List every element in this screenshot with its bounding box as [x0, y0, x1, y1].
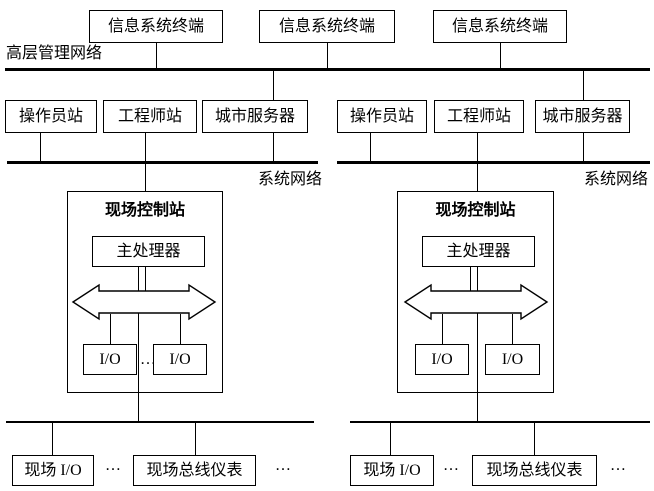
left-io-box-2: I/O [153, 344, 207, 375]
left-field-io-box: 现场 I/O [12, 455, 94, 486]
right-engineer-station-box: 工程师站 [434, 100, 524, 133]
connector-left-engineer [145, 133, 146, 161]
left-fieldbus-instrument-box: 现场总线仪表 [133, 455, 256, 486]
connector-terminal-3 [500, 43, 501, 68]
right-fieldbus-ellipsis: … [610, 457, 627, 474]
left-engineer-station-box: 工程师站 [103, 100, 197, 133]
connector-left-controller [145, 164, 146, 191]
right-city-server-box: 城市服务器 [535, 100, 630, 133]
right-field-io-box: 现场 I/O [350, 455, 434, 486]
right-operator-station-box: 操作员站 [337, 100, 427, 133]
right-field-io-ellipsis: … [443, 457, 460, 474]
right-field-io-connector [390, 423, 391, 455]
left-fieldbus-connector [195, 423, 196, 455]
left-main-processor-box: 主处理器 [92, 236, 205, 267]
left-io-ellipsis: … [140, 351, 157, 368]
left-fieldbus-ellipsis: … [275, 457, 292, 474]
connector-right-city-server [583, 71, 584, 100]
system-network-label-right: 系统网络 [583, 171, 648, 188]
left-controller-title: 现场控制站 [104, 202, 185, 219]
left-io1-connector [110, 314, 111, 344]
left-field-io-ellipsis: … [105, 457, 122, 474]
right-main-processor-box: 主处理器 [422, 236, 535, 267]
right-fieldbus-instrument-box: 现场总线仪表 [472, 455, 597, 486]
connector-terminal-1 [156, 43, 157, 68]
left-center-bus-line [138, 267, 139, 423]
left-city-server-box: 城市服务器 [202, 100, 308, 133]
connector-right-engineer [477, 133, 478, 161]
left-bus-line-2 [145, 267, 146, 295]
right-controller-title: 现场控制站 [435, 202, 516, 219]
system-network-line-left [7, 161, 318, 164]
connector-left-operator [40, 133, 41, 161]
system-network-label-left: 系统网络 [257, 171, 322, 188]
info-terminal-box-1: 信息系统终端 [89, 10, 223, 43]
right-fieldbus-connector [534, 423, 535, 455]
right-io2-connector [512, 314, 513, 344]
left-io-box-1: I/O [83, 344, 137, 375]
info-terminal-box-3: 信息系统终端 [433, 10, 567, 43]
right-io-box-1: I/O [415, 344, 469, 375]
right-bus-line-2 [470, 267, 471, 295]
connector-left-server-down [273, 133, 274, 161]
management-network-line [5, 68, 650, 71]
right-center-bus-line [477, 267, 478, 423]
right-io-bus-arrow-icon [403, 283, 549, 321]
connector-right-controller [477, 164, 478, 191]
field-network-line-right [350, 421, 650, 423]
management-network-label: 高层管理网络 [6, 45, 103, 62]
left-operator-station-box: 操作员站 [5, 100, 97, 133]
left-io-bus-arrow-icon [71, 283, 217, 321]
left-field-io-connector [52, 423, 53, 455]
left-io2-connector [180, 314, 181, 344]
right-io-box-2: I/O [485, 344, 540, 375]
info-terminal-box-2: 信息系统终端 [259, 10, 395, 43]
connector-terminal-2 [327, 43, 328, 68]
connector-right-operator [370, 133, 371, 161]
connector-left-city-server [273, 71, 274, 100]
right-io1-connector [442, 314, 443, 344]
field-network-line-left [6, 421, 314, 423]
connector-right-server-down [583, 133, 584, 161]
system-network-line-right [337, 161, 650, 164]
